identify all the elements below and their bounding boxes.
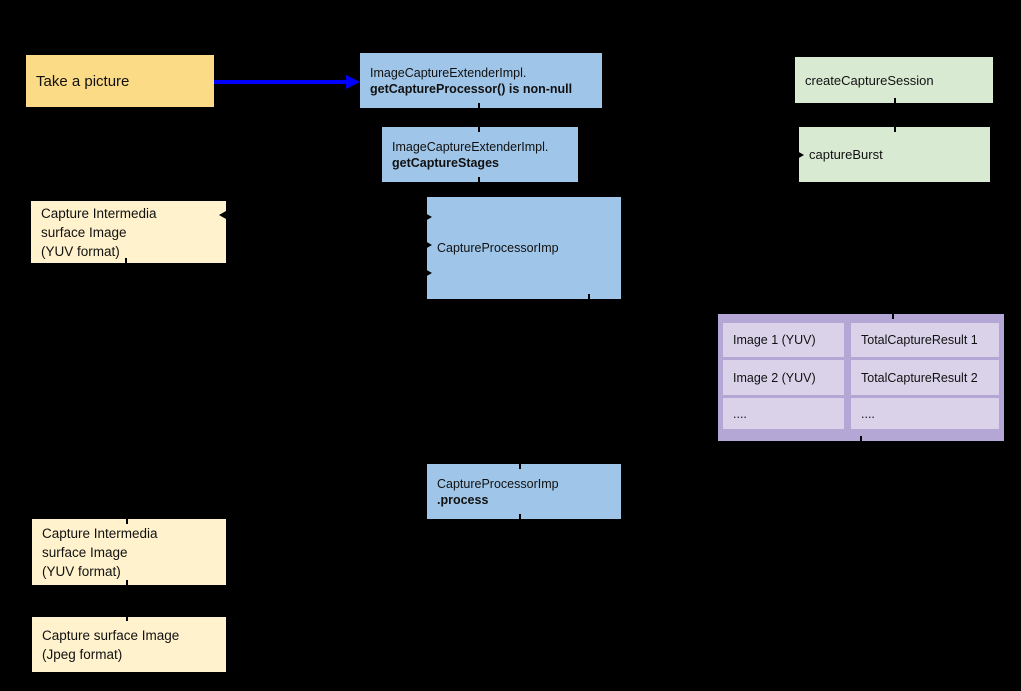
node-line2: getCaptureStages	[392, 155, 499, 170]
node-line1: Capture surface Image	[42, 627, 180, 643]
connector-tick	[126, 519, 128, 524]
connector-arrowhead-icon	[425, 213, 432, 221]
node-label: captureBurst	[809, 147, 883, 162]
flow-arrow-shaft	[214, 80, 347, 84]
connector-arrowhead-icon	[425, 269, 432, 277]
connector-tick	[894, 98, 896, 103]
node-line2: getCaptureProcessor() is non-null	[370, 81, 573, 96]
connector-tick	[894, 127, 896, 132]
connector-tick	[860, 436, 862, 441]
node-line1: Capture Intermedia	[42, 525, 158, 541]
connector-tick	[588, 294, 590, 299]
connector-tick	[892, 314, 894, 319]
node-line1: ImageCaptureExtenderImpl.	[370, 65, 527, 80]
flow-arrow-head	[346, 75, 360, 89]
node-capture-burst: captureBurst	[799, 127, 990, 182]
table-cell-result-1: TotalCaptureResult 1	[851, 323, 999, 357]
node-line3: (YUV format)	[42, 563, 121, 579]
table-cell-image-more: ....	[723, 398, 844, 429]
connector-tick	[478, 177, 480, 182]
connector-tick	[519, 464, 521, 469]
connector-tick	[519, 514, 521, 519]
connector-tick	[478, 127, 480, 132]
node-label: CaptureProcessorImp	[437, 241, 559, 255]
node-capture-processor-process: CaptureProcessorImp .process	[427, 464, 621, 519]
connector-tick	[478, 103, 480, 108]
node-line2: surface Image	[41, 224, 127, 240]
node-take-a-picture: Take a picture	[26, 55, 214, 107]
node-label: Take a picture	[36, 72, 130, 90]
node-line3: (YUV format)	[41, 243, 120, 259]
node-capture-intermedia-surface-top: Capture Intermedia surface Image (YUV fo…	[31, 201, 226, 263]
connector-tick	[126, 617, 128, 621]
node-line2: .process	[437, 492, 489, 507]
table-cell-result-more: ....	[851, 398, 999, 429]
node-capture-intermedia-surface-bottom: Capture Intermedia surface Image (YUV fo…	[32, 519, 226, 585]
node-line1: Capture Intermedia	[41, 205, 157, 221]
node-get-capture-stages: ImageCaptureExtenderImpl. getCaptureStag…	[382, 127, 578, 182]
node-line2: surface Image	[42, 544, 128, 560]
node-line2: (Jpeg format)	[42, 646, 123, 662]
capture-results-table: Image 1 (YUV) TotalCaptureResult 1 Image…	[718, 314, 1004, 441]
connector-arrowhead-icon	[797, 151, 804, 159]
node-create-capture-session: createCaptureSession	[795, 57, 993, 103]
node-label: createCaptureSession	[805, 72, 934, 88]
connector-tick	[126, 580, 128, 585]
connector-tick	[125, 258, 127, 263]
node-line1: ImageCaptureExtenderImpl.	[392, 139, 549, 154]
table-cell-image-2: Image 2 (YUV)	[723, 360, 844, 395]
node-capture-surface-jpeg: Capture surface Image (Jpeg format)	[32, 617, 226, 672]
table-cell-image-1: Image 1 (YUV)	[723, 323, 844, 357]
table-cell-result-2: TotalCaptureResult 2	[851, 360, 999, 395]
node-get-capture-processor-non-null: ImageCaptureExtenderImpl. getCaptureProc…	[360, 53, 602, 108]
connector-arrowhead-icon	[219, 211, 226, 219]
connector-arrowhead-icon	[425, 241, 432, 249]
node-capture-processor-imp: CaptureProcessorImp	[427, 197, 621, 299]
node-line1: CaptureProcessorImp	[437, 476, 559, 491]
